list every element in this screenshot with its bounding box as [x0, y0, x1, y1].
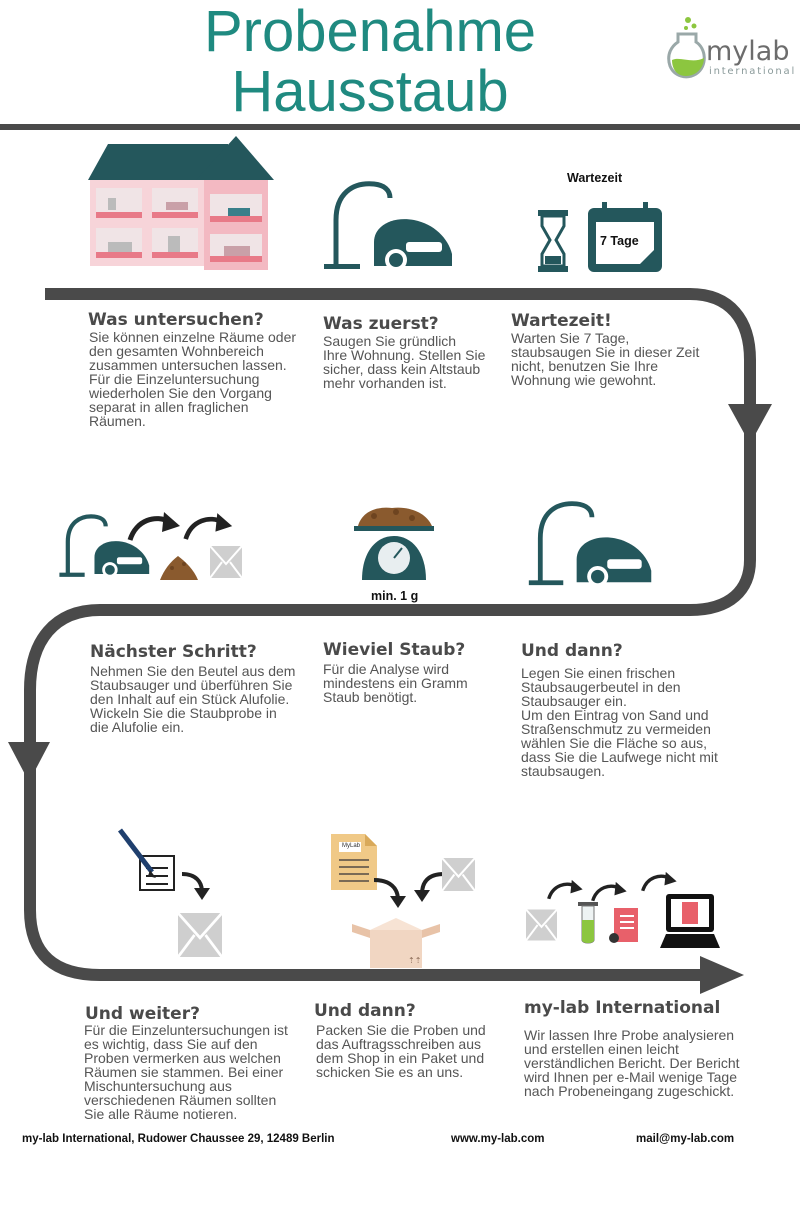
envelope-icon-4 — [526, 908, 557, 942]
curved-arrow-icon-7 — [591, 881, 627, 902]
envelope-icon-3 — [442, 858, 475, 891]
vacuum-cleaner-icon — [324, 181, 452, 271]
step-6-body: Legen Sie einen frischen Staubsaugerbeut… — [521, 665, 718, 779]
curved-arrow-icon-6 — [547, 879, 583, 900]
step-2-heading: Was zuerst? — [323, 314, 439, 334]
title-line-1: Probenahme — [203, 0, 537, 64]
calendar-label: 7 Tage — [600, 234, 639, 248]
vacuum-cleaner-icon-3 — [528, 501, 652, 588]
dust-pile-icon — [160, 556, 198, 580]
scale-label: min. 1 g — [371, 589, 419, 603]
curved-arrow-icon-2 — [183, 513, 233, 540]
wait-label: Wartezeit — [567, 171, 623, 185]
test-tube-icon — [578, 902, 598, 944]
title-line-2: Hausstaub — [231, 59, 509, 124]
step-4-body: Nehmen Sie den Beutel aus dem Staubsauge… — [90, 663, 296, 735]
step-3-body: Warten Sie 7 Tage, staubsaugen Sie in di… — [511, 330, 700, 388]
footer-website-link[interactable]: www.my-lab.com — [451, 1133, 545, 1145]
report-document-icon — [609, 908, 638, 943]
flow-arrow-down-right — [728, 404, 772, 444]
envelope-icon-1 — [210, 546, 242, 578]
flow-arrow-end — [700, 956, 744, 994]
page-title: Probenahme Hausstaub — [130, 2, 610, 122]
step-4-heading: Nächster Schritt? — [90, 642, 257, 662]
footer-email-link[interactable]: mail@my-lab.com — [636, 1133, 735, 1145]
hourglass-icon — [538, 210, 568, 272]
curved-arrow-icon-3 — [181, 872, 210, 900]
form-paper-label: MyLab — [342, 843, 361, 849]
step-5-body: Für die Analyse wird mindestens ein Gram… — [323, 661, 468, 705]
step-7-heading: Und weiter? — [85, 1004, 200, 1024]
logo-name: mylab — [706, 36, 790, 67]
calendar-icon — [588, 202, 662, 272]
step-8-heading: Und dann? — [314, 1001, 416, 1021]
scale-icon — [354, 507, 434, 580]
logo-subtitle: international — [709, 66, 797, 77]
curved-arrow-icon-1 — [127, 512, 180, 541]
step-2-body: Saugen Sie gründlich Ihre Wohnung. Stell… — [323, 333, 486, 391]
house-icon — [88, 136, 274, 270]
step-5-heading: Wieviel Staub? — [323, 640, 466, 660]
order-form-icon — [331, 834, 377, 890]
header-divider — [0, 124, 800, 130]
flow-arrow-down-left — [8, 742, 50, 782]
vacuum-cleaner-icon-2 — [59, 514, 150, 578]
package-box-icon — [352, 918, 440, 968]
footer-address: my-lab International, Rudower Chaussee 2… — [22, 1133, 335, 1145]
step-9-body: Wir lassen Ihre Probe analysieren und er… — [524, 1027, 740, 1099]
curved-arrow-icon-8 — [641, 871, 677, 892]
step-1-heading: Was untersuchen? — [88, 310, 264, 330]
step-3-heading: Wartezeit! — [511, 311, 612, 331]
step-7-body: Für die Einzeluntersuchungen ist es wich… — [84, 1022, 288, 1122]
curved-arrow-icon-5 — [414, 872, 445, 902]
laptop-icon — [660, 894, 720, 948]
curved-arrow-icon-4 — [373, 878, 406, 908]
step-9-heading: my-lab International — [524, 998, 721, 1018]
mylab-flask-logo-icon — [667, 17, 706, 79]
envelope-icon-2 — [178, 912, 222, 958]
step-1-body: Sie können einzelne Räume oder den gesam… — [89, 329, 297, 429]
step-8-body: Packen Sie die Proben und das Auftragssc… — [316, 1022, 486, 1080]
pen-and-note-icon — [118, 828, 175, 891]
step-6-heading: Und dann? — [521, 641, 623, 661]
box-label: ⇡⇡ — [408, 956, 422, 965]
